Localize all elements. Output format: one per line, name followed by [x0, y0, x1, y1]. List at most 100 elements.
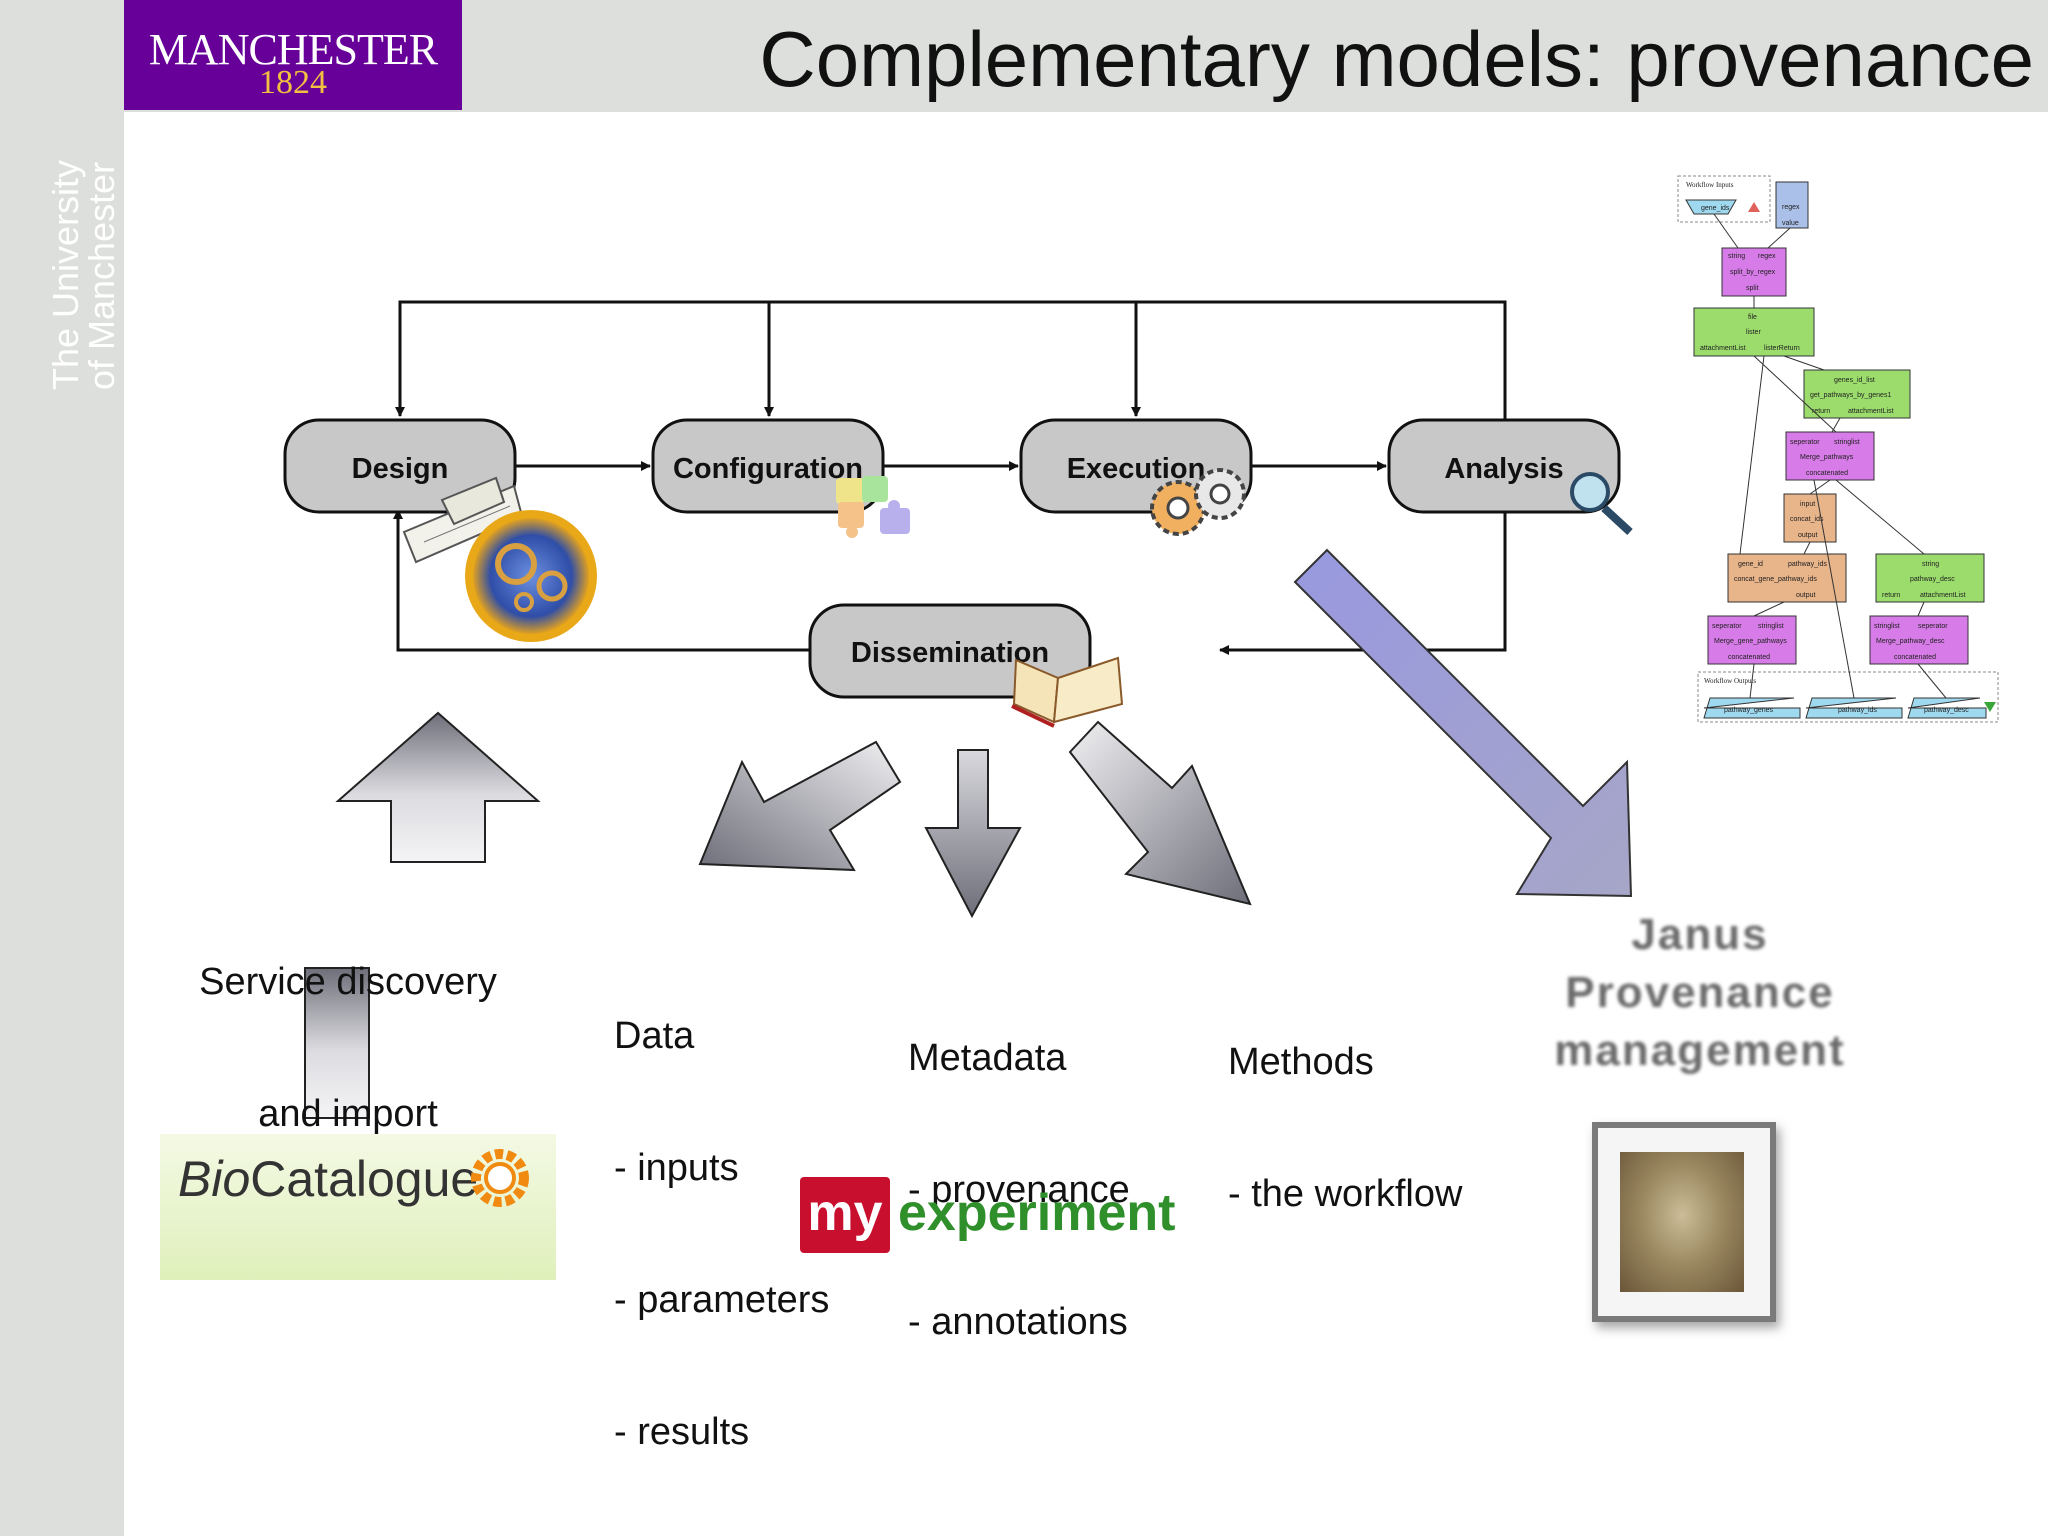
- data-output-arrow: [698, 740, 902, 872]
- wf-split-out: split: [1746, 285, 1759, 292]
- lifecycle-diagram: Design Configuration Execution Analysis …: [283, 175, 1999, 1119]
- data-item: - results: [614, 1411, 750, 1453]
- biocatalogue-gear-icon: [471, 1149, 529, 1207]
- wf-split-name: split_by_regex: [1730, 269, 1776, 276]
- stage-label-analysis: Analysis: [1444, 453, 1563, 485]
- wf-pathway-desc-out1: return: [1882, 592, 1900, 599]
- data-item: - inputs: [614, 1147, 739, 1189]
- wf-merge-desc-in1: stringlist: [1874, 623, 1900, 630]
- wf-regex-node: [1775, 181, 1809, 229]
- data-item: - parameters: [614, 1279, 830, 1321]
- wf-merge-genes-node: [1707, 615, 1797, 665]
- metadata-item: - provenance: [908, 1169, 1130, 1211]
- data-title: Data: [614, 1015, 695, 1057]
- workflow-graph-thumbnail: Workflow Inputs gene_ids regex value str…: [1677, 175, 1999, 723]
- wf-lister-out2: listerReturn: [1764, 345, 1800, 352]
- data-output-label: Data - inputs - parameters - results: [614, 926, 829, 1498]
- metadata-title: Metadata: [908, 1037, 1067, 1079]
- slide-title: Complementary models: provenance: [759, 15, 2034, 103]
- stage-label-execution: Execution: [1067, 453, 1206, 485]
- book-icon: [1011, 656, 1124, 728]
- wf-concat-gene-name: concat_gene_pathway_ids: [1734, 576, 1817, 583]
- wf-pathway-desc-name: pathway_desc: [1910, 576, 1955, 583]
- stage-label-design: Design: [352, 453, 449, 485]
- wf-lister-out1: attachmentList: [1700, 345, 1746, 352]
- wf-merge-desc-name: Merge_pathway_desc: [1876, 638, 1945, 645]
- wf-output-pathway-desc-label: pathway_desc: [1924, 707, 1969, 714]
- myexperiment-logo-my: my: [800, 1177, 890, 1253]
- wf-merge-desc-out: concatenated: [1894, 654, 1936, 661]
- service-import-arrow-lower: [304, 967, 370, 1119]
- methods-output-arrow: [1068, 720, 1252, 906]
- service-import-arrow: [335, 711, 541, 863]
- metadata-output-arrow: [924, 749, 1022, 919]
- sidebar: [0, 0, 124, 1536]
- wf-merge-pathways-node: [1785, 431, 1875, 481]
- wf-split-node: [1721, 247, 1787, 297]
- stage-box-configuration: [651, 418, 885, 514]
- wf-merge-pathways-in1: seperator: [1790, 439, 1820, 446]
- wf-input-gene-ids: [1685, 199, 1737, 215]
- wf-pathway-desc-out2: attachmentList: [1920, 592, 1966, 599]
- wf-genes-out1: return: [1812, 408, 1830, 415]
- methods-title: Methods: [1228, 1041, 1374, 1083]
- university-logo: MANCHESTER 1824: [124, 0, 462, 110]
- wf-genes-name: get_pathways_by_genes1: [1810, 392, 1891, 399]
- sidebar-text-line1: The University: [45, 160, 86, 390]
- wf-split-in2: regex: [1758, 253, 1776, 260]
- stage-box-design: [283, 418, 517, 514]
- workflow-inputs-box: [1677, 175, 1771, 223]
- wf-pathway-desc-in: string: [1922, 561, 1939, 568]
- wf-merge-genes-in2: stringlist: [1758, 623, 1784, 630]
- wf-merge-genes-out: concatenated: [1728, 654, 1770, 661]
- wf-edges: [1713, 213, 1947, 699]
- janus-label: Janus Provenance management: [1520, 906, 1880, 1080]
- methods-item: - the workflow: [1228, 1173, 1463, 1215]
- janus-statue-image: [1620, 1152, 1744, 1292]
- wf-genes-out2: attachmentList: [1848, 408, 1894, 415]
- workflow-outputs-label: Workflow Outputs: [1704, 677, 1756, 685]
- wf-genes-in: genes_id_list: [1834, 377, 1875, 384]
- wf-concat-ids-name: concat_ids: [1790, 516, 1824, 523]
- wf-concat-gene-out: output: [1796, 592, 1816, 599]
- wf-merge-genes-in1: seperator: [1712, 623, 1742, 630]
- wf-lister-name: lister: [1746, 329, 1761, 336]
- stage-box-analysis: [1387, 418, 1621, 514]
- biocatalogue-rest: Catalogue: [250, 1151, 479, 1207]
- wf-merge-pathways-out: concatenated: [1806, 470, 1848, 477]
- wf-input-gene-ids-label: gene_ids: [1701, 205, 1730, 212]
- gears-icon: [1150, 468, 1246, 536]
- biocatalogue-bio: Bio: [178, 1151, 251, 1207]
- metadata-item: - annotations: [908, 1301, 1128, 1343]
- janus-line2: Provenance: [1565, 968, 1835, 1017]
- wf-output-pathway-ids: [1805, 697, 1903, 719]
- wf-concat-ids-node: [1783, 493, 1837, 543]
- workflow-outputs-box: [1697, 671, 1999, 723]
- wf-output-expand-icon: [1984, 702, 1996, 712]
- wf-pathway-desc-node: [1875, 553, 1985, 603]
- service-discovery-label: Service discovery and import: [168, 872, 528, 1180]
- wf-regex-node-value: value: [1782, 220, 1799, 227]
- janus-line3: management: [1554, 1026, 1846, 1075]
- methods-output-label: Methods - the workflow: [1228, 952, 1462, 1260]
- wf-output-pathway-genes: [1703, 697, 1801, 719]
- wf-merge-desc-in2: seperator: [1918, 623, 1948, 630]
- wf-concat-gene-in2: pathway_ids: [1788, 561, 1827, 568]
- metadata-output-label: Metadata - provenance - annotations: [908, 948, 1130, 1388]
- stage-label-configuration: Configuration: [673, 453, 863, 485]
- wf-regex-node-label: regex: [1782, 204, 1800, 211]
- wf-genes-node: [1803, 369, 1911, 419]
- wf-concat-ids-in: input: [1800, 501, 1815, 508]
- wf-lister-in: file: [1748, 314, 1757, 321]
- workflow-inputs-label: Workflow Inputs: [1686, 181, 1734, 189]
- service-line2: and import: [258, 1093, 438, 1135]
- wf-output-pathway-genes-label: pathway_genes: [1724, 707, 1774, 714]
- dissemination-to-design-line: [393, 509, 810, 652]
- wf-merge-desc-node: [1869, 615, 1969, 665]
- sidebar-text-line2: of Manchester: [81, 162, 120, 390]
- wf-merge-pathways-in2: stringlist: [1834, 439, 1860, 446]
- janus-line1: Janus: [1631, 910, 1769, 959]
- provenance-arrow: [1293, 548, 1633, 898]
- service-line1: Service discovery: [199, 961, 497, 1003]
- wf-input-warning-icon: [1748, 202, 1760, 212]
